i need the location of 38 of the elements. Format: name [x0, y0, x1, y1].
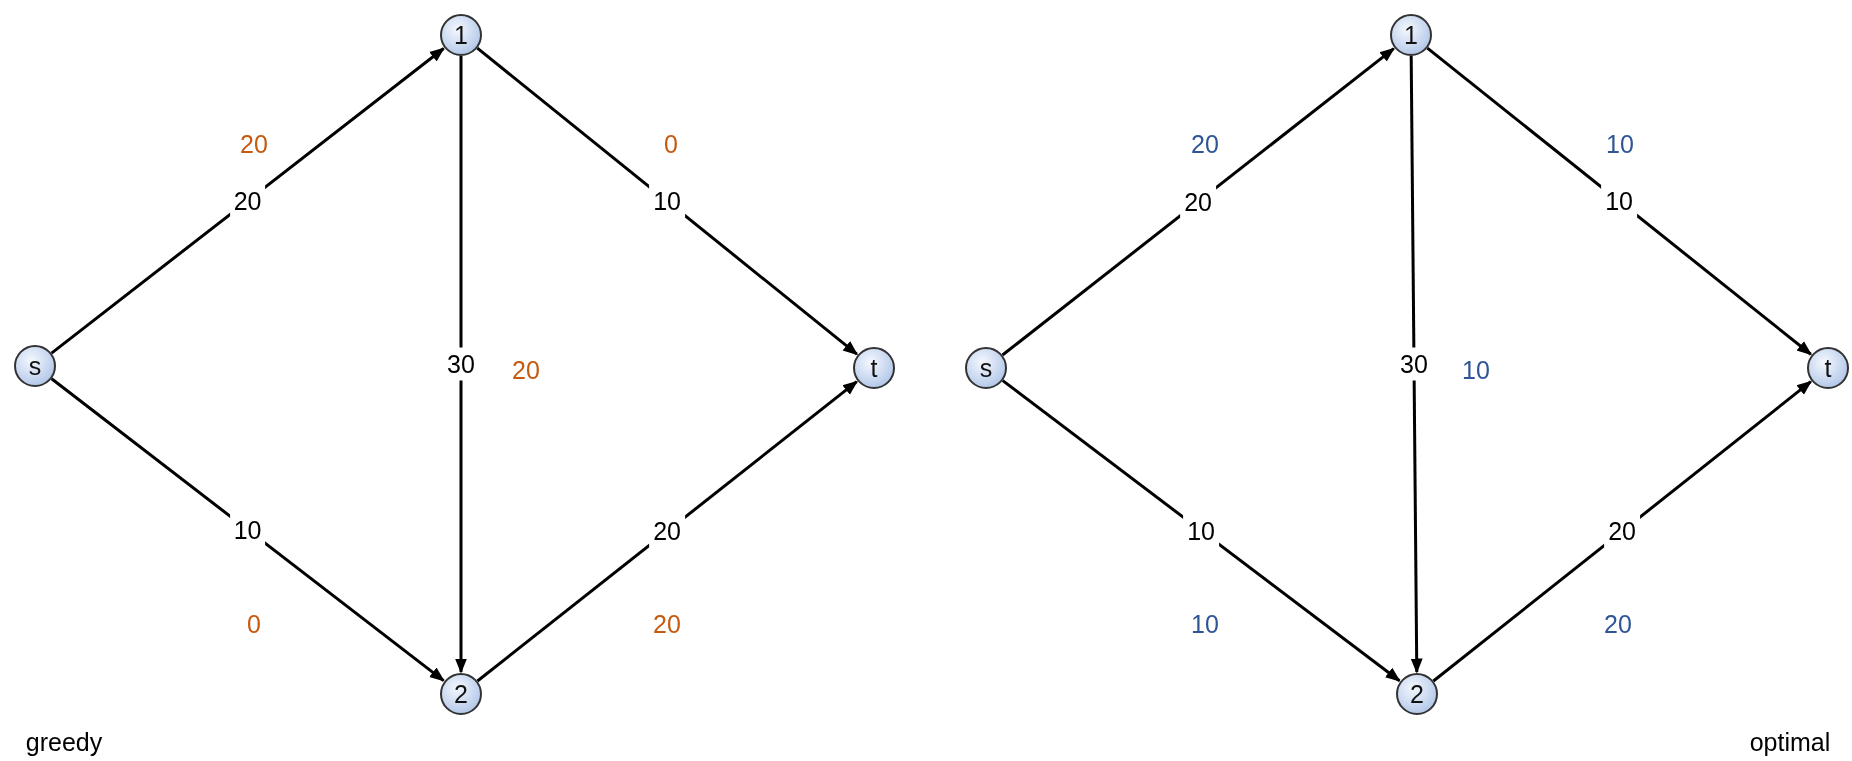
flow-value: 10 — [1191, 609, 1219, 639]
flow-value: 0 — [664, 129, 678, 159]
flow-value: 20 — [240, 129, 268, 159]
edge-label: 20 — [1180, 185, 1216, 219]
graph-node: s — [965, 347, 1007, 389]
edge-label: 10 — [1601, 184, 1637, 218]
arrow — [50, 377, 445, 682]
caption-text: optimal — [1749, 727, 1831, 757]
arrow — [1001, 379, 1401, 682]
caption-text: greedy — [25, 727, 103, 757]
edge-label: 10 — [229, 513, 266, 547]
arrow — [476, 380, 858, 683]
flow-value: 20 — [653, 609, 681, 639]
arrow — [1426, 46, 1812, 356]
graph-node: 1 — [1390, 14, 1432, 56]
arrow — [1409, 56, 1423, 674]
graph-node: s — [14, 345, 56, 387]
graph-node: 2 — [440, 673, 482, 715]
edge-label: 20 — [229, 184, 266, 218]
flow-value: 20 — [1604, 609, 1632, 639]
edge-label: 10 — [1183, 514, 1219, 548]
flow-value: 10 — [1606, 129, 1634, 159]
flow-value: 0 — [247, 609, 261, 639]
arrow — [455, 56, 467, 674]
arrow — [1432, 380, 1812, 683]
graph-node: t — [853, 347, 895, 389]
graph-node: 1 — [440, 14, 482, 56]
graph-node: 2 — [1396, 673, 1438, 715]
flow-value: 20 — [512, 355, 540, 385]
edge-label: 10 — [649, 184, 685, 218]
arrow — [1001, 47, 1395, 357]
edge-label: 20 — [649, 514, 685, 548]
flow-value: 20 — [1191, 129, 1219, 159]
arrow — [50, 47, 445, 355]
flow-value: 10 — [1462, 355, 1490, 385]
graph-node: t — [1807, 347, 1849, 389]
edge-label: 20 — [1604, 514, 1640, 548]
arrow — [476, 47, 859, 356]
